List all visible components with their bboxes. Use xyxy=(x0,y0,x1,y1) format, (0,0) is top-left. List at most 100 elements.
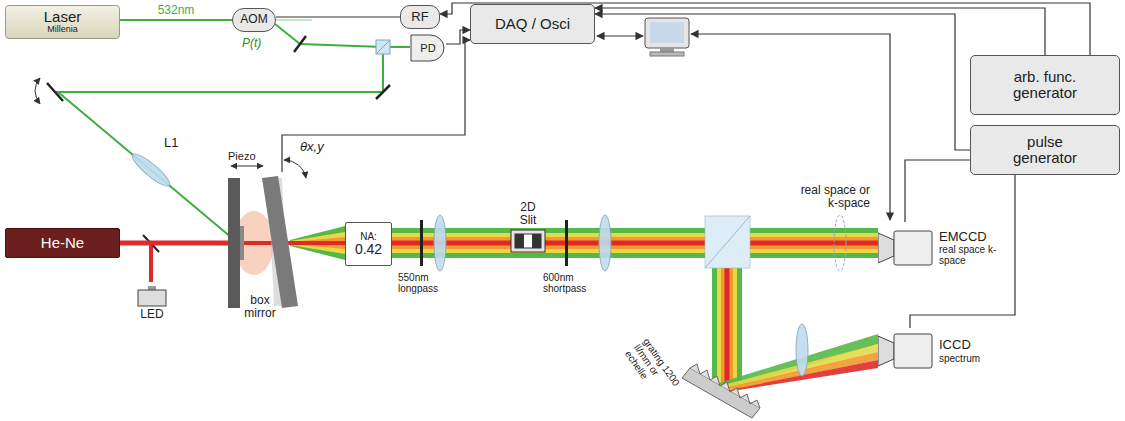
computer-icon xyxy=(650,52,684,56)
pump-beam-path xyxy=(47,83,63,101)
camera-icon xyxy=(894,231,932,265)
computer-icon xyxy=(691,34,890,220)
camera-icon xyxy=(878,227,934,269)
text-group: EMCCDreal space k-space xyxy=(939,230,999,266)
text-group: box mirror xyxy=(235,294,285,320)
node-title: Laser xyxy=(44,9,82,26)
slit-icon xyxy=(532,234,541,248)
signal-wire xyxy=(282,40,470,172)
node-title: DAQ / Osci xyxy=(495,16,570,33)
node-subtitle: 0.42 xyxy=(355,242,382,257)
led-icon xyxy=(148,286,156,290)
computer-icon xyxy=(597,18,890,220)
camera-icon xyxy=(878,336,894,366)
lens-label: L1 xyxy=(164,136,178,150)
box-mirror-plates xyxy=(231,166,263,167)
filter-label: 600nm shortpass xyxy=(543,272,598,294)
box-mirror: box mirror xyxy=(218,172,302,322)
laser-box: LaserMillenia xyxy=(5,5,120,39)
camera-icon xyxy=(878,330,934,372)
node-subtitle: spectrum xyxy=(939,353,980,364)
signal-wire xyxy=(595,8,1045,55)
pump-beam-path xyxy=(376,85,390,99)
computer-icon xyxy=(597,35,643,36)
imaging-mode-label: real space or k-space xyxy=(790,184,870,210)
optics xyxy=(420,215,846,418)
text-group: ICCDspectrum xyxy=(939,338,980,363)
detection-beam xyxy=(717,268,737,388)
camera-icon xyxy=(894,334,932,368)
node-title: RF xyxy=(411,10,428,24)
detection-beam xyxy=(750,228,878,258)
emccd-camera: EMCCDreal space k-space xyxy=(878,222,1002,274)
photodiode: PD xyxy=(410,34,446,62)
box-mirror-plates xyxy=(284,160,306,178)
detection-beam xyxy=(712,268,742,388)
text-group: pulse generator xyxy=(1000,134,1090,167)
box-mirror-plates xyxy=(228,160,306,308)
slit: 2D Slit xyxy=(505,195,551,259)
node-subtitle: real space k-space xyxy=(939,244,999,266)
daq-box: DAQ / Osci xyxy=(470,4,595,44)
camera-icon xyxy=(878,233,894,263)
pump-beam-path xyxy=(35,78,40,104)
aom-box: AOM xyxy=(232,8,276,32)
rf-box: RF xyxy=(400,5,440,29)
filter-label: 550nm longpass xyxy=(398,272,448,294)
pump-beam-path xyxy=(58,47,383,238)
slit-icon xyxy=(515,234,541,248)
text-group: PD xyxy=(420,42,435,54)
slit-icon xyxy=(510,229,546,253)
node-title: arb. func. generator xyxy=(1000,69,1090,102)
box-mirror-plates xyxy=(262,176,298,308)
node-title: NA: xyxy=(360,231,377,242)
optics xyxy=(690,364,760,408)
optics xyxy=(834,215,846,271)
text-group: RF xyxy=(411,10,428,24)
detection-beam xyxy=(750,237,878,249)
pump-beam xyxy=(120,19,232,21)
detection-beam xyxy=(725,268,730,388)
node-title: 2D Slit xyxy=(513,201,543,227)
hene-laser-box: He-Ne xyxy=(5,228,120,258)
slit-icon xyxy=(515,234,524,248)
node-title: pulse generator xyxy=(1000,134,1090,167)
pulse-generator-box: pulse generator xyxy=(970,125,1120,175)
slit-icon xyxy=(511,230,545,252)
node-title: PD xyxy=(420,42,435,54)
power-label: P(t) xyxy=(242,37,261,50)
pump-beam-path xyxy=(300,44,410,47)
led-icon xyxy=(138,290,166,306)
text-group: arb. func. generator xyxy=(1000,69,1090,102)
rf-cable xyxy=(276,16,400,17)
photodiode-shape xyxy=(411,35,444,61)
function-generator-box: arb. func. generator xyxy=(970,55,1120,115)
iccd-camera: ICCDspectrum xyxy=(878,328,988,374)
led-icon xyxy=(132,286,172,308)
text-group: He-Ne xyxy=(41,235,84,252)
text-group: AOM xyxy=(240,13,267,26)
optics xyxy=(705,216,750,268)
text-group: NA:0.42 xyxy=(355,231,382,257)
node-title: AOM xyxy=(240,13,267,26)
trigger-wire xyxy=(905,160,970,222)
node-title: ICCD xyxy=(939,338,971,352)
pump-beam-path xyxy=(275,24,300,44)
tilt-label: θx,y xyxy=(300,140,324,154)
wavelength-label: 532nm xyxy=(158,4,195,17)
pump-beam-path xyxy=(376,40,390,54)
text-group: 2D Slit xyxy=(513,201,543,227)
signal-wire xyxy=(595,14,970,150)
computer-icon xyxy=(645,18,689,48)
node-title: He-Ne xyxy=(41,235,84,252)
text-group: LaserMillenia xyxy=(44,9,82,35)
signal-wire xyxy=(440,3,1090,55)
text-group: DAQ / Osci xyxy=(495,16,570,33)
led-source: LED xyxy=(124,282,180,326)
detection-beam xyxy=(721,268,733,388)
computer-icon xyxy=(660,48,674,52)
pump-beam-path xyxy=(35,20,410,238)
detection-beam xyxy=(750,241,878,246)
signal-wire xyxy=(446,30,470,44)
computer-icon xyxy=(650,22,684,43)
